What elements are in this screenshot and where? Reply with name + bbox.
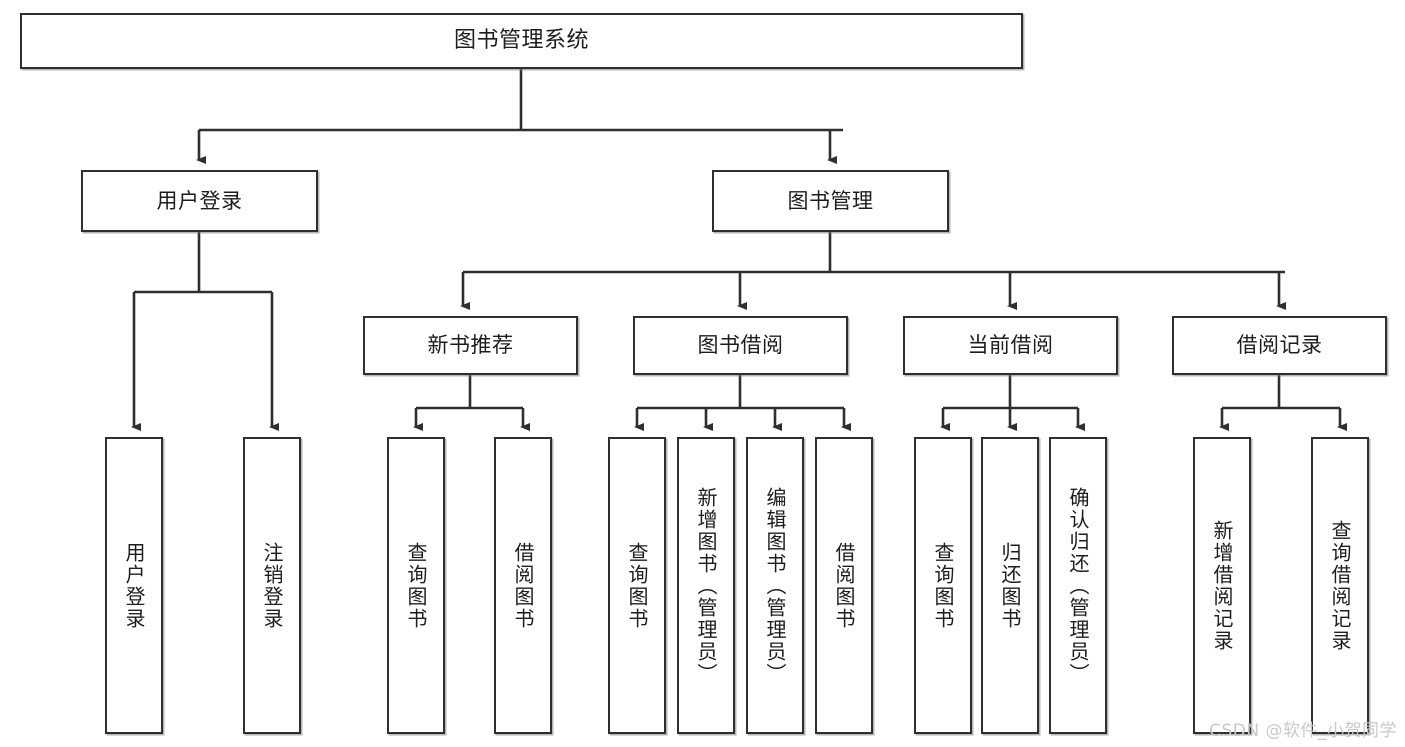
node-book-borrow-label: 图书借阅: [697, 333, 784, 358]
node-leaf-edit-book[interactable]: 编辑图书（管理员）: [746, 437, 804, 734]
node-borrow-record[interactable]: 借阅记录: [1172, 316, 1387, 375]
node-leaf-user-login-label: 用户登录: [122, 541, 146, 630]
node-current-borrow[interactable]: 当前借阅: [903, 316, 1118, 375]
node-leaf-borrow-book-1-label: 借阅图书: [511, 541, 535, 630]
node-book-management[interactable]: 图书管理: [712, 170, 949, 232]
watermark: CSDN @软件_小贺同学: [1209, 721, 1397, 741]
node-leaf-query-record[interactable]: 查询借阅记录: [1311, 437, 1369, 734]
node-borrow-record-label: 借阅记录: [1236, 333, 1323, 358]
node-current-borrow-label: 当前借阅: [967, 333, 1054, 358]
node-leaf-logout-login-label: 注销登录: [260, 541, 284, 630]
node-leaf-confirm-return[interactable]: 确认归还（管理员）: [1049, 437, 1107, 734]
node-book-management-label: 图书管理: [787, 188, 874, 213]
node-leaf-confirm-return-label: 确认归还（管理员）: [1066, 486, 1090, 685]
node-leaf-query-record-label: 查询借阅记录: [1328, 519, 1352, 652]
node-new-book-recommend[interactable]: 新书推荐: [363, 316, 578, 375]
node-leaf-add-book[interactable]: 新增图书（管理员）: [677, 437, 735, 734]
node-leaf-borrow-book-2[interactable]: 借阅图书: [815, 437, 873, 734]
node-user-login-label: 用户登录: [156, 188, 243, 213]
node-leaf-query-book-3[interactable]: 查询图书: [914, 437, 972, 734]
node-leaf-logout-login[interactable]: 注销登录: [243, 437, 301, 734]
node-leaf-borrow-book-2-label: 借阅图书: [832, 541, 856, 630]
node-leaf-user-login[interactable]: 用户登录: [105, 437, 163, 734]
node-book-borrow[interactable]: 图书借阅: [633, 316, 848, 375]
node-root-label: 图书管理系统: [453, 28, 589, 54]
node-leaf-add-book-label: 新增图书（管理员）: [694, 486, 718, 685]
node-leaf-query-book-1-label: 查询图书: [404, 541, 428, 630]
node-leaf-edit-book-label: 编辑图书（管理员）: [763, 486, 787, 685]
node-leaf-query-book-3-label: 查询图书: [931, 541, 955, 630]
node-leaf-add-record[interactable]: 新增借阅记录: [1193, 437, 1251, 734]
node-leaf-query-book-1[interactable]: 查询图书: [387, 437, 445, 734]
node-new-book-recommend-label: 新书推荐: [427, 333, 514, 358]
node-user-login[interactable]: 用户登录: [81, 170, 318, 232]
node-leaf-return-book[interactable]: 归还图书: [981, 437, 1039, 734]
node-leaf-add-record-label: 新增借阅记录: [1210, 519, 1234, 652]
node-leaf-query-book-2[interactable]: 查询图书: [608, 437, 666, 734]
node-leaf-return-book-label: 归还图书: [998, 541, 1022, 630]
node-root[interactable]: 图书管理系统: [20, 13, 1023, 69]
node-leaf-query-book-2-label: 查询图书: [625, 541, 649, 630]
node-leaf-borrow-book-1[interactable]: 借阅图书: [494, 437, 552, 734]
